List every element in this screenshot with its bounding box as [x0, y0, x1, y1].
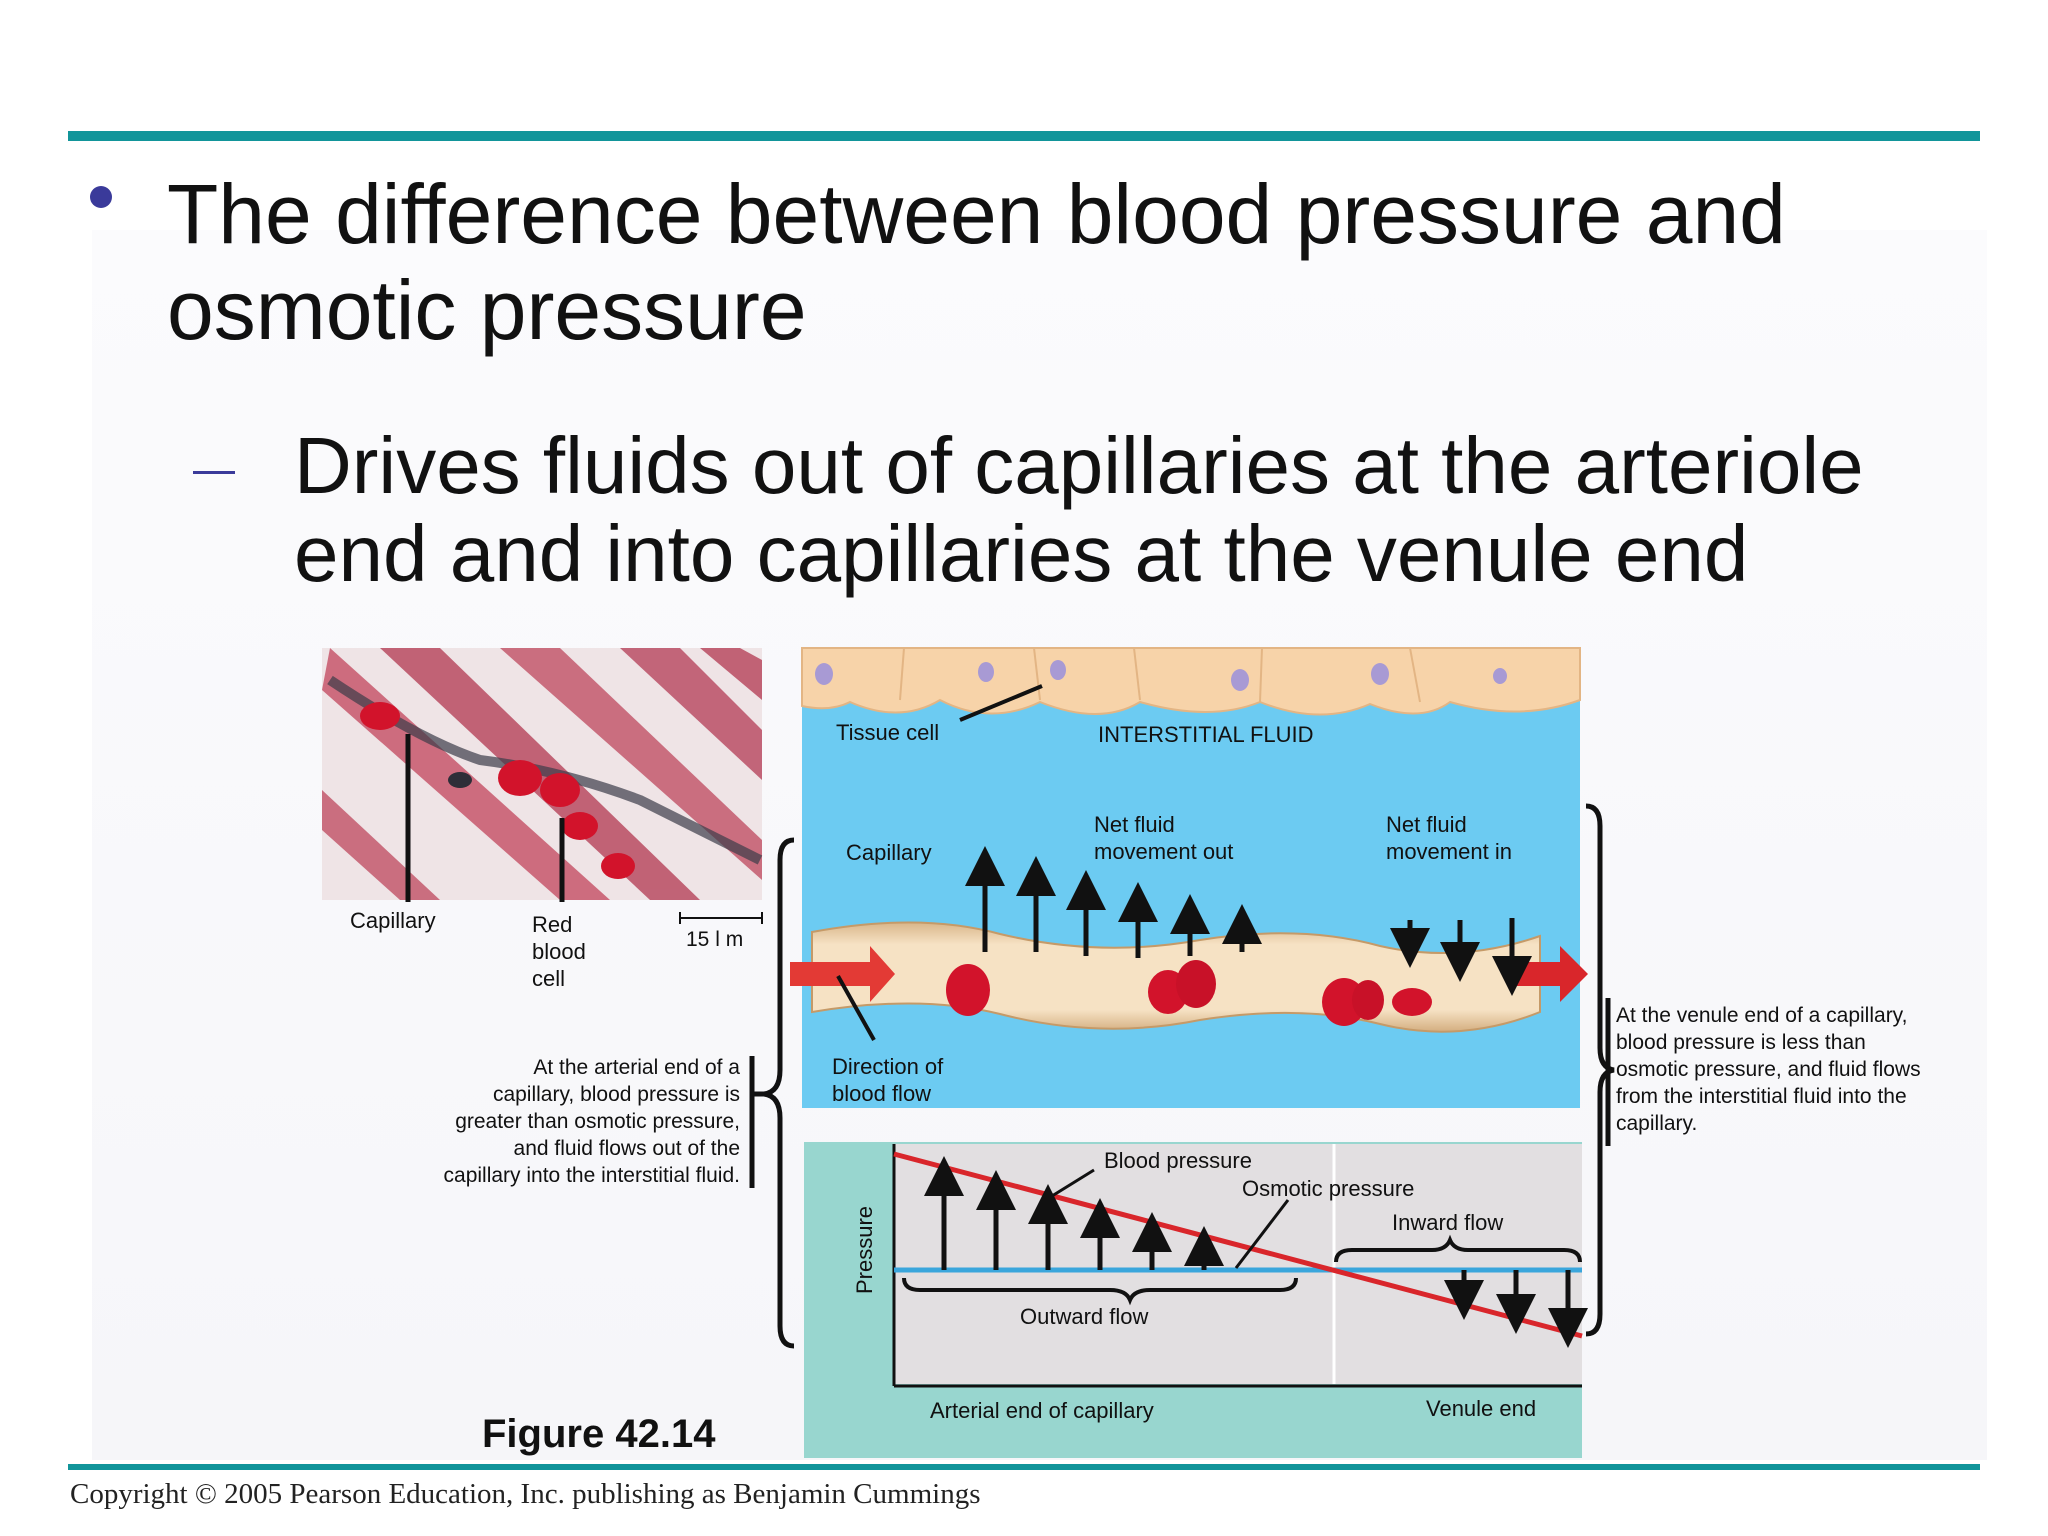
venule-brace: [1585, 803, 1615, 1337]
arterial-note-5: capillary into the interstitial fluid.: [444, 1164, 740, 1187]
venule-note-2: blood pressure is less than: [1616, 1031, 1866, 1054]
top-rule: [68, 131, 1980, 141]
label-net-in-1: Net fluid: [1386, 812, 1467, 837]
label-net-out-1: Net fluid: [1094, 812, 1175, 837]
label-outward-flow: Outward flow: [1020, 1304, 1148, 1329]
label-interstitial-fluid: INTERSTITIAL FLUID: [1098, 722, 1314, 747]
interstitial-panel: [801, 647, 1581, 1108]
arterial-brace: [749, 837, 795, 1349]
y-axis-label: Pressure: [852, 1206, 877, 1294]
venule-note-3: osmotic pressure, and fluid flows: [1616, 1058, 1921, 1081]
micrograph: [322, 648, 763, 902]
figure-label: Figure 42.14: [482, 1412, 716, 1456]
pressure-graph: [804, 1142, 1588, 1458]
bullet-dot: [90, 186, 112, 208]
arterial-note-4: and fluid flows out of the: [514, 1137, 740, 1160]
arterial-note-3: greater than osmotic pressure,: [455, 1110, 740, 1133]
label-capillary-micrograph: Capillary: [350, 908, 436, 933]
label-direction-1: Direction of: [832, 1054, 944, 1079]
venule-note-1: At the venule end of a capillary,: [1616, 1004, 1907, 1027]
net-in-arrows: [1390, 918, 1532, 996]
slide-subtitle: Drives fluids out of capillaries at the …: [294, 421, 1864, 598]
slide-title: The difference between blood pressure an…: [167, 167, 1786, 357]
bottom-rule: [68, 1464, 1980, 1470]
label-direction-2: blood flow: [832, 1081, 931, 1106]
tissue-cells: [801, 647, 1581, 716]
sub-bullet-dash: [193, 471, 235, 474]
x-label-arterial: Arterial end of capillary: [930, 1398, 1154, 1423]
label-osmotic-pressure: Osmotic pressure: [1242, 1176, 1414, 1201]
x-label-venule: Venule end: [1426, 1396, 1536, 1421]
label-rbc-1: Red: [532, 912, 572, 937]
scale-bar: [679, 912, 763, 924]
blood-flow-arrows: [790, 946, 1588, 1002]
venule-note-4: from the interstitial fluid into the: [1616, 1085, 1907, 1108]
capillary-vessel: [811, 921, 1541, 1033]
outward-flow-brace: [902, 1277, 1298, 1306]
label-net-out-2: movement out: [1094, 839, 1233, 864]
venule-note-5: capillary.: [1616, 1112, 1697, 1135]
label-rbc-3: cell: [532, 966, 565, 991]
label-net-in-2: movement in: [1386, 839, 1512, 864]
copyright-notice: Copyright © 2005 Pearson Education, Inc.…: [70, 1478, 981, 1510]
inward-flow-brace: [1334, 1234, 1582, 1263]
label-capillary: Capillary: [846, 840, 932, 865]
arterial-note-1: At the arterial end of a: [533, 1056, 740, 1079]
net-out-arrows: [965, 846, 1262, 958]
label-tissue-cell: Tissue cell: [836, 720, 939, 745]
scale-label: 15 l m: [686, 928, 743, 951]
label-blood-pressure: Blood pressure: [1104, 1148, 1252, 1173]
inward-flow-arrows: [1444, 1270, 1588, 1348]
arterial-note-2: capillary, blood pressure is: [493, 1083, 740, 1106]
label-inward-flow: Inward flow: [1392, 1210, 1503, 1235]
outward-flow-arrows: [924, 1156, 1224, 1270]
label-rbc-2: blood: [532, 939, 586, 964]
